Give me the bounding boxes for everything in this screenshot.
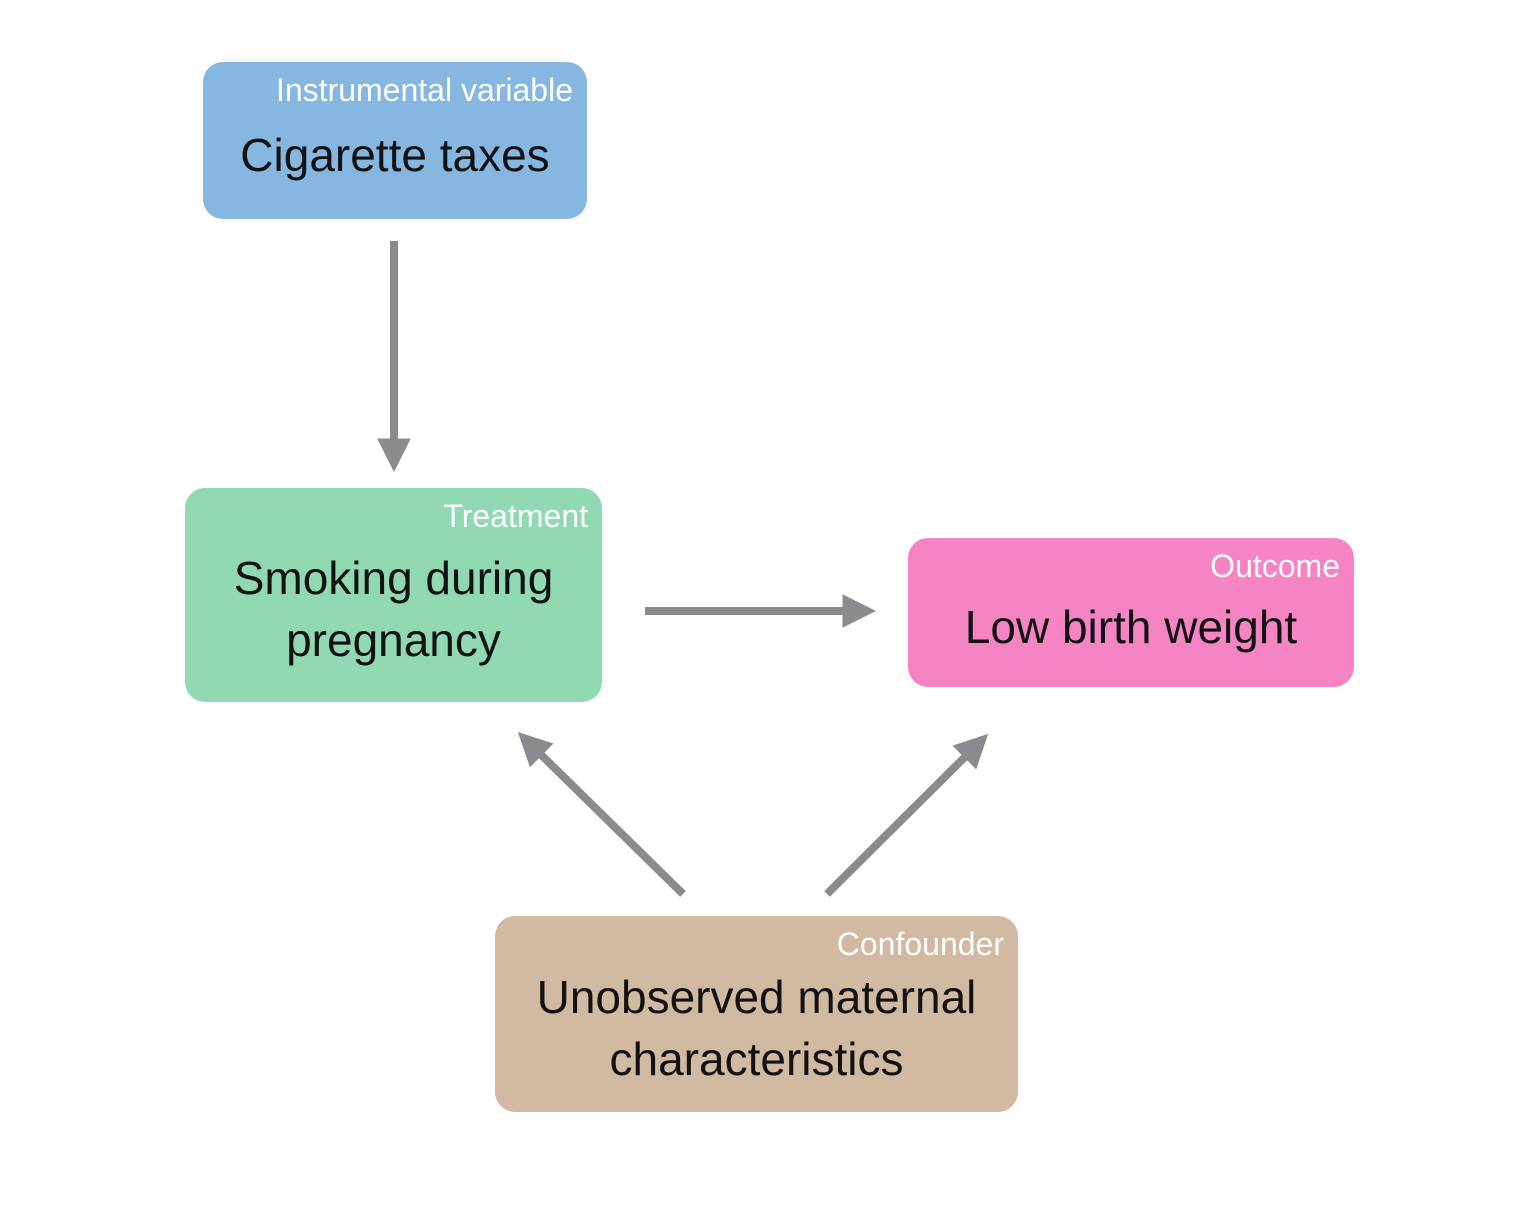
- node-instrumental-variable-text: Cigarette taxes: [240, 128, 550, 181]
- node-treatment: Treatment Smoking during pregnancy: [185, 488, 602, 702]
- node-confounder-text: Unobserved maternal characteristics: [536, 971, 977, 1086]
- node-instrumental-variable-role-label: Instrumental variable: [275, 72, 573, 108]
- node-outcome-text: Low birth weight: [964, 600, 1298, 653]
- edge-confounder-to-treatment: [517, 731, 686, 897]
- node-treatment-text: Smoking during pregnancy: [233, 552, 554, 667]
- node-treatment-role-label: Treatment: [443, 498, 588, 534]
- node-confounder-role-label: Confounder: [836, 926, 1004, 962]
- node-outcome-role-label: Outcome: [1210, 548, 1340, 584]
- edge-confounder-to-outcome: [824, 733, 989, 897]
- node-confounder: Confounder Unobserved maternal character…: [495, 916, 1018, 1112]
- node-outcome: Outcome Low birth weight: [908, 538, 1354, 687]
- node-instrumental-variable: Instrumental variable Cigarette taxes: [203, 62, 587, 219]
